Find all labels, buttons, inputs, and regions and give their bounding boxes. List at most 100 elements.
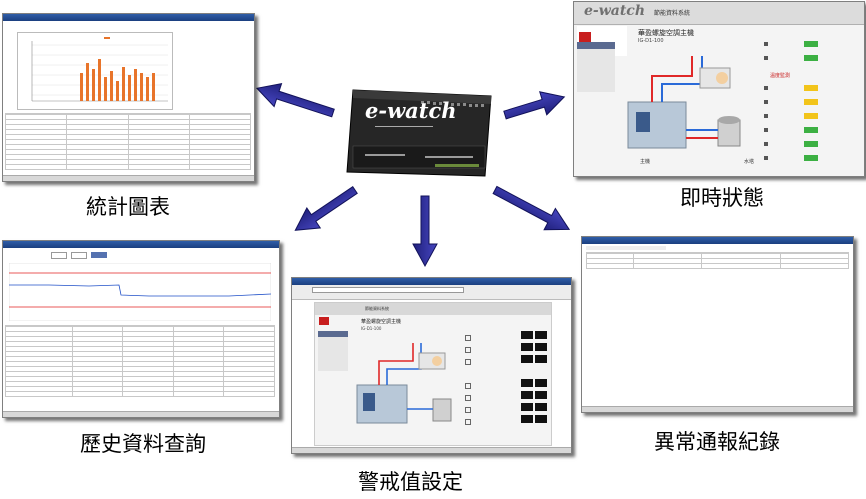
status-dot [764,56,768,60]
status-dot [764,114,768,118]
brand-mark [579,32,591,42]
status-dot [764,156,768,160]
realtime-sidebar [577,42,615,92]
label-thresholds: 警戒值設定 [358,470,463,494]
status-indicator [804,41,818,47]
arrow-to-realtime [503,91,566,120]
check-row [465,395,471,401]
history-query-bar [11,252,111,259]
realtime-device-model: IG-D1-100 [638,38,664,44]
value-cell [521,391,533,399]
status-indicator [804,85,818,91]
realtime-caption-right: 水塔 [744,159,755,165]
arrow-to-alarm-log [492,185,571,231]
realtime-device-name: 華盈螺旋空調主機 [638,29,694,37]
query-field [51,252,67,259]
history-line-chart [9,263,271,321]
status-row-8 [764,154,860,162]
label-stats: 統計圖表 [86,195,170,219]
arrow-to-stats [255,83,335,118]
status-dot [764,86,768,90]
value-cell [535,331,547,339]
history-window-titlebar [3,241,279,248]
label-alarm-log: 異常通報紀錄 [654,430,780,454]
realtime-caption-left: 主機 [640,159,651,165]
check-row [465,335,471,341]
threshold-window-titlebar [292,278,571,285]
stats-screenshot [2,13,255,182]
status-indicator [804,99,818,105]
threshold-header-bar [315,303,551,315]
status-row-5 [764,112,860,120]
status-row-4 [764,98,860,106]
sidebar-tab [577,42,615,49]
label-realtime: 即時狀態 [680,186,764,210]
realtime-status-list: 溫度監測 [764,32,860,168]
threshold-address-bar [312,287,464,293]
stats-window-titlebar [3,14,254,21]
alarm-log-table [585,252,850,269]
status-row-6 [764,126,860,134]
status-indicator [804,113,818,119]
value-cell [521,343,533,351]
status-indicator [804,127,818,133]
threshold-header-title: 節能資料系統 [365,306,389,311]
sidebar-tab [318,331,348,337]
stats-chart-panel [17,32,173,110]
device-logo-underline [375,126,433,127]
status-dot [764,42,768,46]
value-cell [521,331,533,339]
value-cell [521,355,533,363]
status-row-7 [764,140,860,148]
history-statusbar [3,411,279,417]
check-row [465,347,471,353]
stats-statusbar [3,175,254,181]
status-dot [764,128,768,132]
realtime-plant-diagram [627,56,741,149]
status-row-1 [764,40,860,48]
realtime-header-logo: e-watch [584,3,646,19]
label-history: 歷史資料查詢 [80,432,206,456]
status-dot [764,100,768,104]
realtime-header-title: 節能資料系統 [654,10,691,17]
alarm-log-window-titlebar [582,237,853,244]
threshold-device-name: 華盈螺旋空調主機 [361,319,402,325]
value-cell [535,343,547,351]
check-row [465,407,471,413]
alarm-log-statusbar [582,406,853,412]
status-indicator [804,141,818,147]
value-cell [535,403,547,411]
value-cell [535,379,547,387]
status-indicator [804,55,818,61]
value-cell [535,415,547,423]
threshold-sidebar [318,331,348,371]
threshold-brand-mark [319,317,329,325]
query-field [71,252,87,259]
status-row-2 [764,54,860,62]
threshold-plant-diagram [356,343,452,424]
alarm-log-screenshot [581,236,854,413]
realtime-section-label: 溫度監測 [770,73,791,79]
check-row [465,359,471,365]
check-row [465,419,471,425]
value-cell [521,379,533,387]
ewatch-device: e-watch [345,84,495,182]
value-cell [535,391,547,399]
threshold-screenshot: 節能資料系統 華盈螺旋空調主機 IG-D1-100 [291,277,572,454]
status-indicator [804,155,818,161]
history-data-table [5,325,275,397]
value-cell [535,355,547,363]
check-row [465,383,471,389]
realtime-header: e-watch 節能資料系統 [574,2,864,25]
query-button [91,252,107,258]
stats-data-table [4,113,252,170]
threshold-content: 節能資料系統 華盈螺旋空調主機 IG-D1-100 [314,302,552,446]
status-row-3 [764,84,860,92]
alarm-log-query-bar [586,246,666,250]
threshold-value-grid [521,331,547,431]
value-cell [521,403,533,411]
status-dot [764,142,768,146]
arrow-to-history [294,185,358,231]
threshold-statusbar [292,447,571,453]
